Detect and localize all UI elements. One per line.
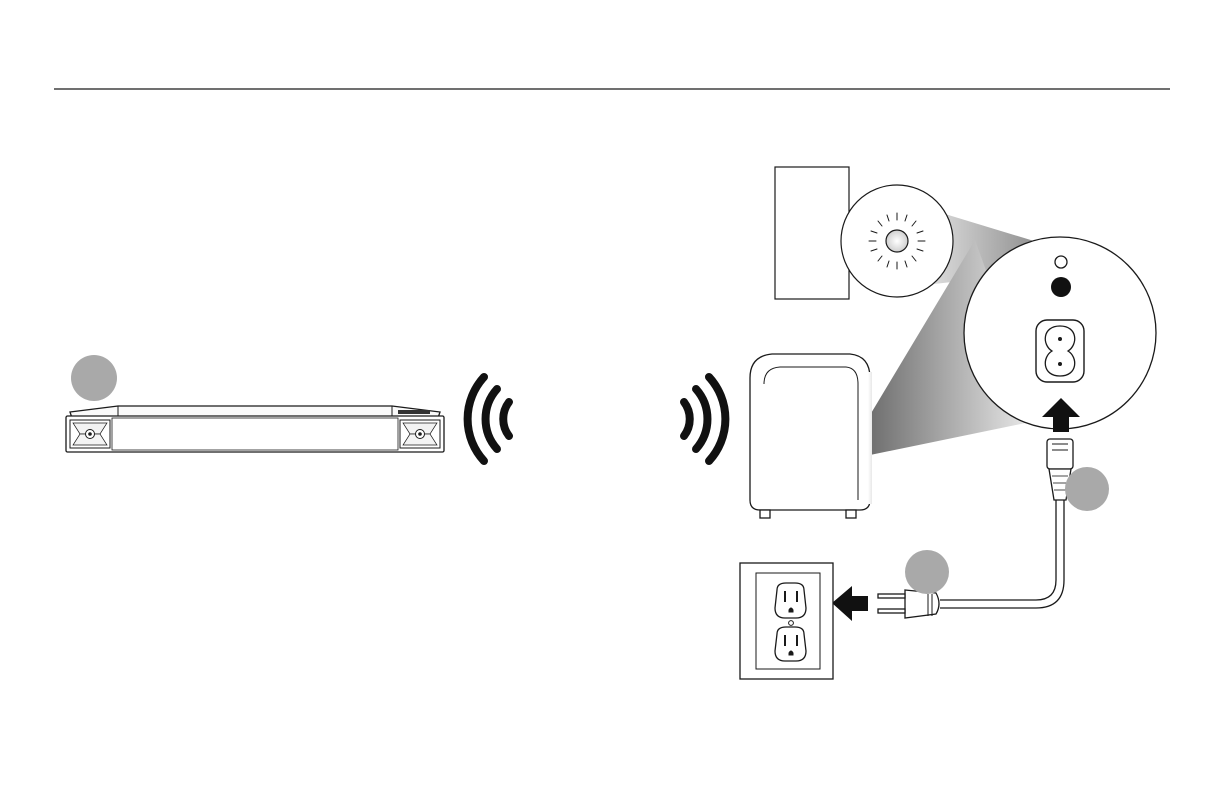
step-badge-cord	[1065, 467, 1109, 511]
subwoofer-rear-panel	[775, 167, 849, 299]
power-plug-icon	[878, 439, 1073, 618]
status-led	[1055, 256, 1067, 268]
soundbar-icon	[66, 406, 444, 452]
outlet-icon	[740, 563, 833, 679]
step-badge-outlet	[905, 550, 949, 594]
led-glow-icon	[841, 185, 953, 297]
plug-in-arrow-icon	[832, 586, 868, 621]
figure-8-inlet-icon	[1036, 320, 1084, 382]
wireless-waves-icon	[468, 377, 726, 461]
step-badge-soundbar	[71, 355, 117, 401]
pair-button	[1051, 277, 1071, 297]
subwoofer-icon	[750, 354, 872, 518]
